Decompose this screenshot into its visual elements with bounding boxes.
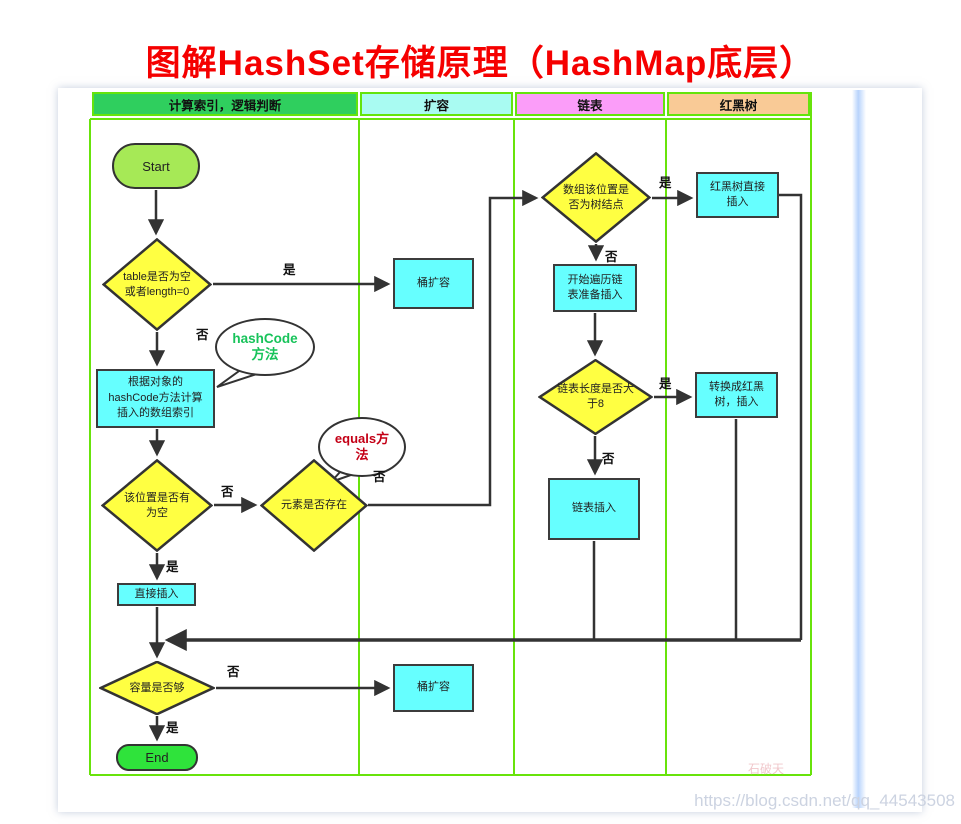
process-direct-insert: 直接插入 bbox=[117, 583, 196, 606]
decision-tree-node-label: 数组该位置是 否为树结点 bbox=[563, 183, 629, 211]
decision-slot-empty-label: 该位置是否有 为空 bbox=[124, 491, 190, 519]
branch-label-yes: 是 bbox=[166, 721, 179, 735]
decision-tree-node: 数组该位置是 否为树结点 bbox=[541, 152, 651, 243]
decision-table-empty-label: table是否为空 或者length=0 bbox=[123, 270, 191, 298]
decision-element-exists: 元素是否存在 bbox=[260, 459, 368, 552]
process-calc-index: 根据对象的 hashCode方法计算 插入的数组索引 bbox=[96, 369, 215, 428]
decision-slot-empty: 该位置是否有 为空 bbox=[101, 459, 213, 552]
decision-element-exists-label: 元素是否存在 bbox=[281, 499, 347, 512]
process-bucket-expand-top: 桶扩容 bbox=[393, 258, 474, 309]
branch-label-no: 否 bbox=[602, 452, 615, 466]
process-bucket-expand-bottom: 桶扩容 bbox=[393, 664, 474, 712]
branch-label-yes: 是 bbox=[166, 560, 179, 574]
branch-label-yes: 是 bbox=[659, 176, 672, 190]
watermark-author: 石破天 bbox=[748, 762, 785, 776]
callout-equals-method: equals方 法 bbox=[318, 417, 406, 477]
decision-capacity: 容量是否够 bbox=[99, 661, 215, 715]
terminator-start: Start bbox=[112, 143, 200, 189]
process-traverse-list: 开始遍历链 表准备插入 bbox=[553, 264, 637, 312]
lane-header-rbtree: 红黑树 bbox=[667, 92, 810, 116]
branch-label-no: 否 bbox=[196, 328, 209, 342]
terminator-end: End bbox=[116, 744, 198, 771]
watermark-blog-url: https://blog.csdn.net/qq_44543508 bbox=[694, 791, 955, 810]
page-title: 图解HashSet存储原理（HashMap底层） bbox=[145, 44, 816, 84]
decision-list-length-label: 链表长度是否大 于8 bbox=[557, 383, 634, 410]
process-convert-rbtree: 转换成红黑 树，插入 bbox=[695, 372, 778, 418]
process-rbtree-direct-insert: 红黑树直接 插入 bbox=[696, 172, 779, 218]
lane-header-expand: 扩容 bbox=[360, 92, 513, 116]
image-edge-highlight bbox=[852, 90, 866, 808]
callout-hashcode-method: hashCode 方法 bbox=[215, 318, 315, 376]
branch-label-no: 否 bbox=[227, 665, 240, 679]
branch-label-yes: 是 bbox=[283, 263, 296, 277]
branch-label-no: 否 bbox=[373, 470, 386, 484]
branch-label-no: 否 bbox=[605, 250, 618, 264]
lane-header-linkedlist: 链表 bbox=[515, 92, 665, 116]
lane-header-index-logic: 计算索引，逻辑判断 bbox=[92, 92, 358, 116]
decision-capacity-label: 容量是否够 bbox=[129, 681, 185, 694]
branch-label-no: 否 bbox=[221, 485, 234, 499]
branch-label-yes: 是 bbox=[659, 377, 672, 391]
process-list-insert: 链表插入 bbox=[548, 478, 640, 540]
decision-table-empty: table是否为空 或者length=0 bbox=[102, 238, 212, 331]
decision-list-length: 链表长度是否大 于8 bbox=[538, 359, 653, 435]
